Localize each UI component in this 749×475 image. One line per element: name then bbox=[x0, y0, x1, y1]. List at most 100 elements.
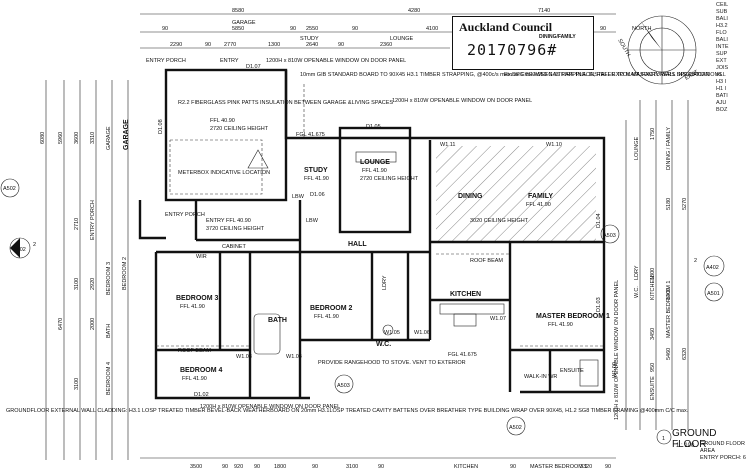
svg-text:90: 90 bbox=[290, 26, 296, 32]
svg-text:3100: 3100 bbox=[74, 378, 80, 390]
svg-text:3310: 3310 bbox=[90, 132, 96, 144]
roof-beam-label: ROOF BEAM bbox=[470, 258, 503, 264]
svg-text:2550: 2550 bbox=[306, 26, 318, 32]
window-top-note: 1200H x 810W OPENABLE WINDOW ON DOOR PAN… bbox=[266, 58, 406, 64]
svg-text:4280: 4280 bbox=[408, 8, 420, 14]
external-wall-note: GROUNDFLOOR EXTERNAL WALL CLADDING: H3.1… bbox=[6, 408, 689, 414]
legend-line: H1 I bbox=[716, 86, 727, 92]
fgl-note-1: FGL 41.675 bbox=[296, 132, 325, 138]
walls bbox=[138, 68, 606, 400]
cabinet-label: CABINET bbox=[222, 244, 246, 250]
svg-text:DINING / FAMILY: DINING / FAMILY bbox=[666, 127, 672, 170]
lounge-ceiling: 2720 CEILING HEIGHT bbox=[360, 176, 419, 182]
kitchen-bench bbox=[439, 303, 505, 315]
svg-text:90: 90 bbox=[162, 26, 168, 32]
garage-label: GARAGE bbox=[123, 119, 130, 150]
svg-text:1: 1 bbox=[662, 436, 665, 442]
legend-line: FLO bbox=[716, 30, 727, 36]
bathtub bbox=[253, 313, 281, 355]
legend-line: BALI bbox=[716, 16, 728, 22]
svg-text:2: 2 bbox=[33, 242, 36, 248]
area-note-line: ENTRY PORCH: 6 bbox=[700, 455, 746, 461]
lbw-label: LBW bbox=[292, 194, 305, 200]
stove bbox=[453, 313, 477, 327]
svg-text:90: 90 bbox=[312, 464, 318, 470]
svg-text:2640: 2640 bbox=[306, 42, 318, 48]
svg-text:90: 90 bbox=[378, 464, 384, 470]
svg-text:6080: 6080 bbox=[40, 132, 46, 144]
bottom-dimensions: 3500 90 920 90 1800 90 3100 90 90 3320 9… bbox=[140, 457, 616, 470]
svg-text:8580: 8580 bbox=[232, 8, 244, 14]
svg-text:90: 90 bbox=[352, 26, 358, 32]
fireplace-hearth bbox=[355, 151, 397, 163]
svg-text:MASTER BEDROOM 1: MASTER BEDROOM 1 bbox=[666, 281, 672, 338]
legend-line: JOIS bbox=[716, 65, 729, 71]
svg-text:A402: A402 bbox=[706, 265, 719, 271]
section-marker-a501-right bbox=[704, 282, 724, 302]
svg-text:1750: 1750 bbox=[650, 128, 656, 140]
bedroom2-ffl: FFL 41.90 bbox=[314, 314, 339, 320]
entry-ceiling: 3720 CEILING HEIGHT bbox=[206, 226, 265, 232]
svg-text:2: 2 bbox=[694, 258, 697, 264]
right-dimensions: 1750 5180 5270 1800 1400 3450 5460 6320 … bbox=[625, 100, 689, 430]
tag-w105: W1.05 bbox=[384, 330, 400, 336]
svg-text:2920: 2920 bbox=[90, 278, 96, 290]
svg-text:ENTRY: ENTRY bbox=[220, 58, 239, 64]
section-label: A402 bbox=[13, 247, 26, 253]
svg-text:7140: 7140 bbox=[538, 8, 550, 14]
svg-text:5460: 5460 bbox=[666, 348, 672, 360]
tag-d108: D1.08 bbox=[158, 119, 164, 134]
entry-label: ENTRY FFL 40.90 bbox=[206, 218, 251, 224]
fireplace-note: Rinnai Evolve950 GAS FIRE PLACE, REFER T… bbox=[504, 72, 723, 78]
meterbox-note: METERBOX INDICATIVE LOCATION bbox=[178, 170, 270, 176]
svg-text:5270: 5270 bbox=[682, 198, 688, 210]
section-markers: A402 2 A502 A503 A502 A503 A402 2 A501 1 bbox=[0, 178, 725, 445]
section-marker-a402-right bbox=[703, 255, 725, 277]
svg-text:90: 90 bbox=[605, 464, 611, 470]
svg-text:2290: 2290 bbox=[170, 42, 182, 48]
svg-text:A502: A502 bbox=[3, 186, 16, 192]
roof-beam-label: ROOF BEAM bbox=[178, 348, 211, 354]
svg-text:LDRY: LDRY bbox=[634, 265, 640, 280]
tag-d106: D1.06 bbox=[310, 192, 325, 198]
section-marker-a503-right bbox=[600, 224, 620, 244]
compass-north-label: NORTH bbox=[632, 26, 651, 32]
svg-text:A502: A502 bbox=[509, 425, 522, 431]
svg-text:W.C.: W.C. bbox=[634, 286, 640, 298]
meterbox-triangle bbox=[247, 149, 269, 169]
svg-text:950: 950 bbox=[650, 363, 656, 372]
study-ffl: FFL 41.90 bbox=[304, 176, 329, 182]
legend-line: AJU bbox=[716, 100, 727, 106]
window-bottom-note: 1200H x 810W OPENABLE WINDOW ON DOOR PAN… bbox=[200, 404, 340, 410]
svg-text:ENTRY PORCH: ENTRY PORCH bbox=[90, 200, 96, 240]
svg-text:2360: 2360 bbox=[380, 42, 392, 48]
svg-text:6320: 6320 bbox=[682, 348, 688, 360]
legend-column: CEIL SUB BALI H3.2 FLO BALI INTE SUP EXT… bbox=[620, 2, 746, 114]
rangehood-note: PROVIDE RANGEHOOD TO STOVE. VENT TO EXTE… bbox=[318, 360, 466, 366]
tag-w109: W1.09 bbox=[612, 362, 618, 378]
svg-text:A501: A501 bbox=[707, 291, 720, 297]
legend-line: H3.2 bbox=[716, 23, 728, 29]
left-dimensions: 6080 5960 3600 3310 2710 6470 3100 2920 … bbox=[40, 80, 129, 460]
svg-text:3600: 3600 bbox=[74, 132, 80, 144]
window-right-note: 1200H x 810W OPENABLE WINDOW ON DOOR PAN… bbox=[614, 280, 620, 420]
section-marker-a503-bottom bbox=[334, 374, 354, 394]
svg-text:3100: 3100 bbox=[74, 278, 80, 290]
tag-d102: D1.02 bbox=[194, 392, 209, 398]
legend-line: BATI bbox=[716, 93, 728, 99]
legend-line: SUP bbox=[716, 51, 728, 57]
bedroom4-label: BEDROOM 4 bbox=[180, 367, 223, 374]
tag-w106: W1.06 bbox=[414, 330, 430, 336]
garage-ceiling: 2720 CEILING HEIGHT bbox=[210, 126, 269, 132]
svg-text:90: 90 bbox=[600, 26, 606, 32]
svg-text:3320: 3320 bbox=[580, 464, 592, 470]
svg-text:1400: 1400 bbox=[666, 288, 672, 300]
svg-text:6470: 6470 bbox=[58, 318, 64, 330]
ldry-label: LDRY bbox=[382, 275, 388, 290]
svg-text:GARAGE: GARAGE bbox=[106, 126, 112, 150]
svg-text:GARAGE: GARAGE bbox=[232, 20, 256, 26]
wc-label: W.C. bbox=[376, 341, 391, 348]
svg-text:KITCHEN: KITCHEN bbox=[454, 464, 478, 470]
section-marker-a502-bottom bbox=[506, 416, 526, 436]
